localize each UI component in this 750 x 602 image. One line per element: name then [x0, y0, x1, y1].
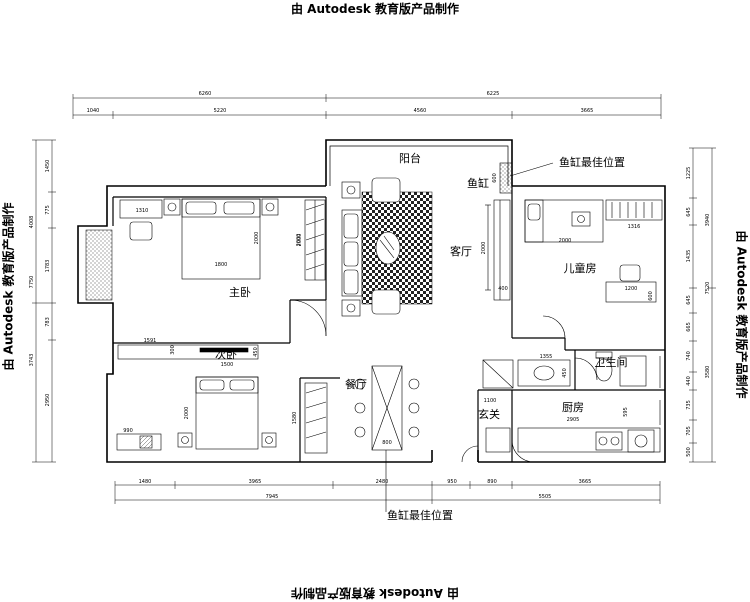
- label-kid-desk2: 1200: [625, 286, 638, 292]
- dim-right-9: 705: [686, 426, 692, 436]
- tv-cabinet: [485, 200, 510, 300]
- dim-right-2: 645: [686, 207, 692, 217]
- label-mb-cabinet: 1591: [144, 338, 157, 344]
- label-living-tv-d: 400: [498, 286, 508, 292]
- label-sb-bed-h: 2000: [184, 407, 190, 420]
- dim-bottom-3: 2480: [376, 479, 389, 485]
- entrance-cabinet: [483, 360, 513, 388]
- dim-left-2: 775: [45, 205, 51, 215]
- dim-bottom-6: 3665: [579, 479, 592, 485]
- label-bath-vanity-d: 450: [562, 368, 568, 378]
- dim-right-4: 645: [686, 295, 692, 305]
- dim-left-6: 4008: [29, 216, 35, 229]
- room-label-balcony: 阳台: [399, 151, 421, 165]
- doors: [290, 300, 597, 462]
- room-label-living-room: 客厅: [450, 244, 472, 258]
- label-bath-vanity: 1355: [540, 354, 553, 360]
- room-label-fish-tank: 鱼缸: [467, 176, 489, 190]
- second-desk: [117, 434, 161, 450]
- label-dining-table: 800: [382, 440, 392, 446]
- annotation-fish-tank-bottom: 鱼缸最佳位置: [387, 508, 453, 522]
- label-kitchen-sink: 595: [623, 407, 629, 417]
- dim-bottom-1: 1480: [139, 479, 152, 485]
- dim-top-6: 3665: [581, 108, 594, 114]
- room-label-master-bedroom: 主卧: [229, 286, 251, 299]
- room-label-bathroom: 卫生间: [595, 355, 628, 369]
- kids-wardrobe: [606, 200, 662, 220]
- dim-left-3: 1783: [45, 260, 51, 273]
- dim-top-5: 4560: [414, 108, 427, 114]
- label-sb-bed-w: 1500: [221, 362, 234, 368]
- dim-bottom-8: 5505: [539, 494, 552, 500]
- dim-right-5: 665: [686, 322, 692, 332]
- dim-top-1: 6260: [199, 91, 212, 97]
- kids-bed: [525, 200, 603, 242]
- dim-bottom-4: 950: [447, 479, 457, 485]
- dim-top-4: 5220: [214, 108, 227, 114]
- label-sb-desk: 990: [123, 428, 133, 434]
- dim-right-11: 3940: [705, 214, 711, 227]
- coffee-table: [376, 232, 400, 264]
- dim-right-3: 1435: [686, 250, 692, 263]
- label-fish-tank-dim: 600: [492, 173, 498, 183]
- dim-left-5: 2950: [45, 394, 51, 407]
- dimension-right: [689, 148, 716, 462]
- dim-right-7: 440: [686, 376, 692, 386]
- label-mb-bed-w: 1800: [215, 262, 228, 268]
- label-kid-bed: 2000: [559, 238, 572, 244]
- annotation-fish-tank-top: 鱼缸最佳位置: [559, 155, 625, 169]
- dim-bottom-2: 3965: [249, 479, 262, 485]
- label-entrance-cab: 1100: [484, 398, 497, 404]
- dim-left-8: 3743: [29, 354, 35, 367]
- label-mb-nightstand: 1310: [136, 208, 149, 214]
- master-desk: [120, 200, 162, 240]
- dim-bottom-7: 7945: [266, 494, 279, 500]
- room-label-entrance: 玄关: [478, 407, 500, 421]
- label-living-sofa: 2000: [296, 234, 302, 247]
- dim-left-7: 7750: [29, 276, 35, 289]
- dim-left-4: 783: [45, 317, 51, 327]
- dim-right-1: 1225: [686, 167, 692, 180]
- dim-right-13: 3580: [705, 366, 711, 379]
- room-label-kids-room: 儿童房: [564, 261, 597, 275]
- second-wardrobe: [305, 383, 327, 453]
- label-kitchen-counter: 2905: [567, 417, 580, 423]
- dim-right-6: 740: [686, 351, 692, 361]
- fish-tank: [500, 163, 512, 193]
- dimension-top: [73, 94, 661, 119]
- label-kid-desk: 1316: [628, 224, 641, 230]
- label-mb-bed-h: 2000: [254, 232, 260, 245]
- label-living-tv: 2000: [481, 242, 487, 255]
- label-mb-cabinet-d: 450: [253, 347, 259, 357]
- room-label-kitchen: 厨房: [562, 401, 584, 414]
- dim-right-10: 500: [686, 447, 692, 457]
- label-sb-wardrobe: 1580: [292, 412, 298, 425]
- dim-top-2: 6225: [487, 91, 500, 97]
- dim-left-1: 1450: [45, 160, 51, 173]
- dim-right-8: 735: [686, 400, 692, 410]
- label-sb-300: 300: [170, 345, 176, 355]
- sofa: [342, 182, 362, 316]
- dim-top-3: 1040: [87, 108, 100, 114]
- master-wardrobe: [305, 200, 325, 280]
- room-label-second-bedroom: 次卧: [215, 347, 237, 361]
- room-label-dining-room: 餐厅: [345, 377, 367, 391]
- label-kid-desk-d: 600: [648, 291, 654, 301]
- master-tv-cabinet: [118, 345, 258, 359]
- dim-right-12: 7520: [705, 282, 711, 295]
- second-bed: [178, 377, 276, 449]
- dimension-left: [32, 140, 56, 462]
- dim-bottom-5: 890: [487, 479, 497, 485]
- master-window-planter: [86, 230, 112, 300]
